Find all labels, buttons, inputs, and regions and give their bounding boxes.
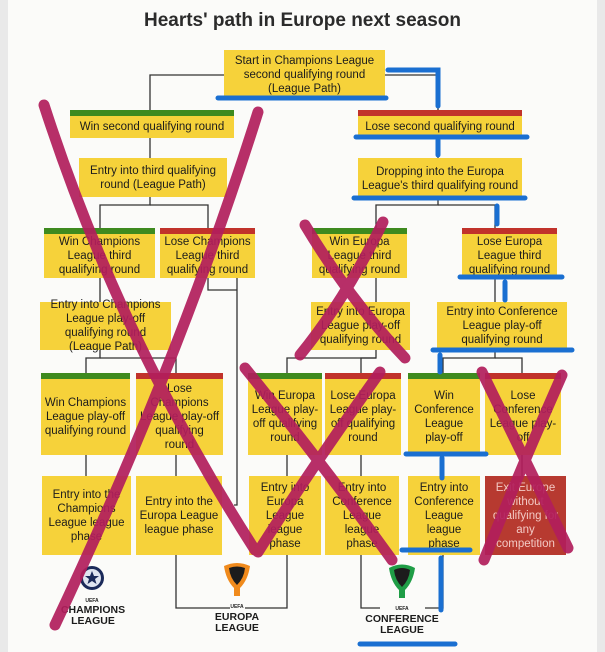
lose-el-po-label: Lose Europa League play-off qualifying r… [329, 390, 397, 444]
win-cl-q3-box: Win Champions League third qualifying ro… [44, 228, 155, 278]
el-logo-wordmark: EUROPA LEAGUE [197, 612, 277, 634]
win-cl-q3-label: Win Champions League third qualifying ro… [58, 236, 141, 276]
ecl-logo-line1: CONFERENCE [365, 613, 439, 625]
entry-ecl-po-label: Entry into Conference League play-off qu… [446, 306, 558, 346]
el-logo-uefa: UEFA [230, 604, 244, 610]
entry-q3-cl-label: Entry into third qualifying round (Leagu… [90, 164, 216, 191]
lower-cross-stroke-b [252, 366, 386, 558]
lose-q2-box: Lose second qualifying round [358, 110, 522, 138]
path-to-lose-q2 [385, 67, 441, 109]
diagram-title: Hearts' path in Europe next season [143, 10, 462, 31]
win-q2-label: Win second qualifying round [79, 121, 225, 133]
lose-q2-label: Lose second qualifying round [365, 121, 515, 133]
cl-logo-line1: CHAMPIONS [60, 604, 126, 616]
champions-league-star-icon [80, 566, 104, 590]
ecl-logo-uefa: UEFA [395, 606, 409, 612]
entry-ecl-po-box: Entry into Conference League play-off qu… [437, 302, 567, 350]
lose-el-q3-label: Lose Europa League third qualifying roun… [468, 236, 551, 276]
ecl-league-phase-b-box: Entry into Conference League league phas… [408, 476, 480, 555]
lose-el-q3-box: Lose Europa League third qualifying roun… [462, 228, 557, 278]
mid-cross-stroke-b [294, 216, 389, 361]
right-cross-stroke-b [478, 369, 568, 566]
ecl-league-phase-b-label: Entry into Conference League league phas… [414, 481, 474, 550]
europa-league-trophy-icon [224, 563, 250, 596]
el-league-phase-a-box: Entry into the Europa League league phas… [136, 476, 222, 555]
big-cross-stroke-a [38, 99, 261, 556]
cl-logo-uefa: UEFA [85, 598, 99, 604]
win-cl-po-label: Win Champions League play-off qualifying… [44, 397, 127, 437]
cl-logo-line2: LEAGUE [71, 615, 115, 627]
ecl-logo-line2: LEAGUE [380, 624, 424, 636]
el-league-phase-a-label: Entry into the Europa League league phas… [139, 495, 219, 536]
big-cross-stroke-b [49, 106, 264, 631]
entry-q3-cl-box: Entry into third qualifying round (Leagu… [79, 158, 227, 197]
drop-el-q3-box: Dropping into the Europa League's third … [358, 158, 522, 200]
conference-league-trophy-icon [389, 564, 415, 598]
ecl-league-phase-a-box: Entry into Conference League league phas… [325, 476, 399, 555]
win-q2-box: Win second qualifying round [70, 110, 234, 138]
ecl-logo-wordmark: CONFERENCE LEAGUE [357, 614, 447, 636]
win-ecl-po-label: Win Conference League play-off [414, 390, 474, 444]
start-label: Start in Champions League second qualify… [234, 55, 375, 95]
win-cl-po-box: Win Champions League play-off qualifying… [41, 373, 130, 455]
el-logo-line1: EUROPA [214, 611, 260, 623]
mid-cross-stroke-a [299, 219, 411, 364]
el-logo-line2: LEAGUE [215, 622, 259, 634]
cl-logo-wordmark: CHAMPIONS LEAGUE [52, 605, 134, 627]
drop-el-q3-label: Dropping into the Europa League's third … [361, 166, 519, 192]
start-box: Start in Champions League second qualify… [224, 50, 385, 100]
win-ecl-po-box: Win Conference League play-off [408, 373, 480, 455]
